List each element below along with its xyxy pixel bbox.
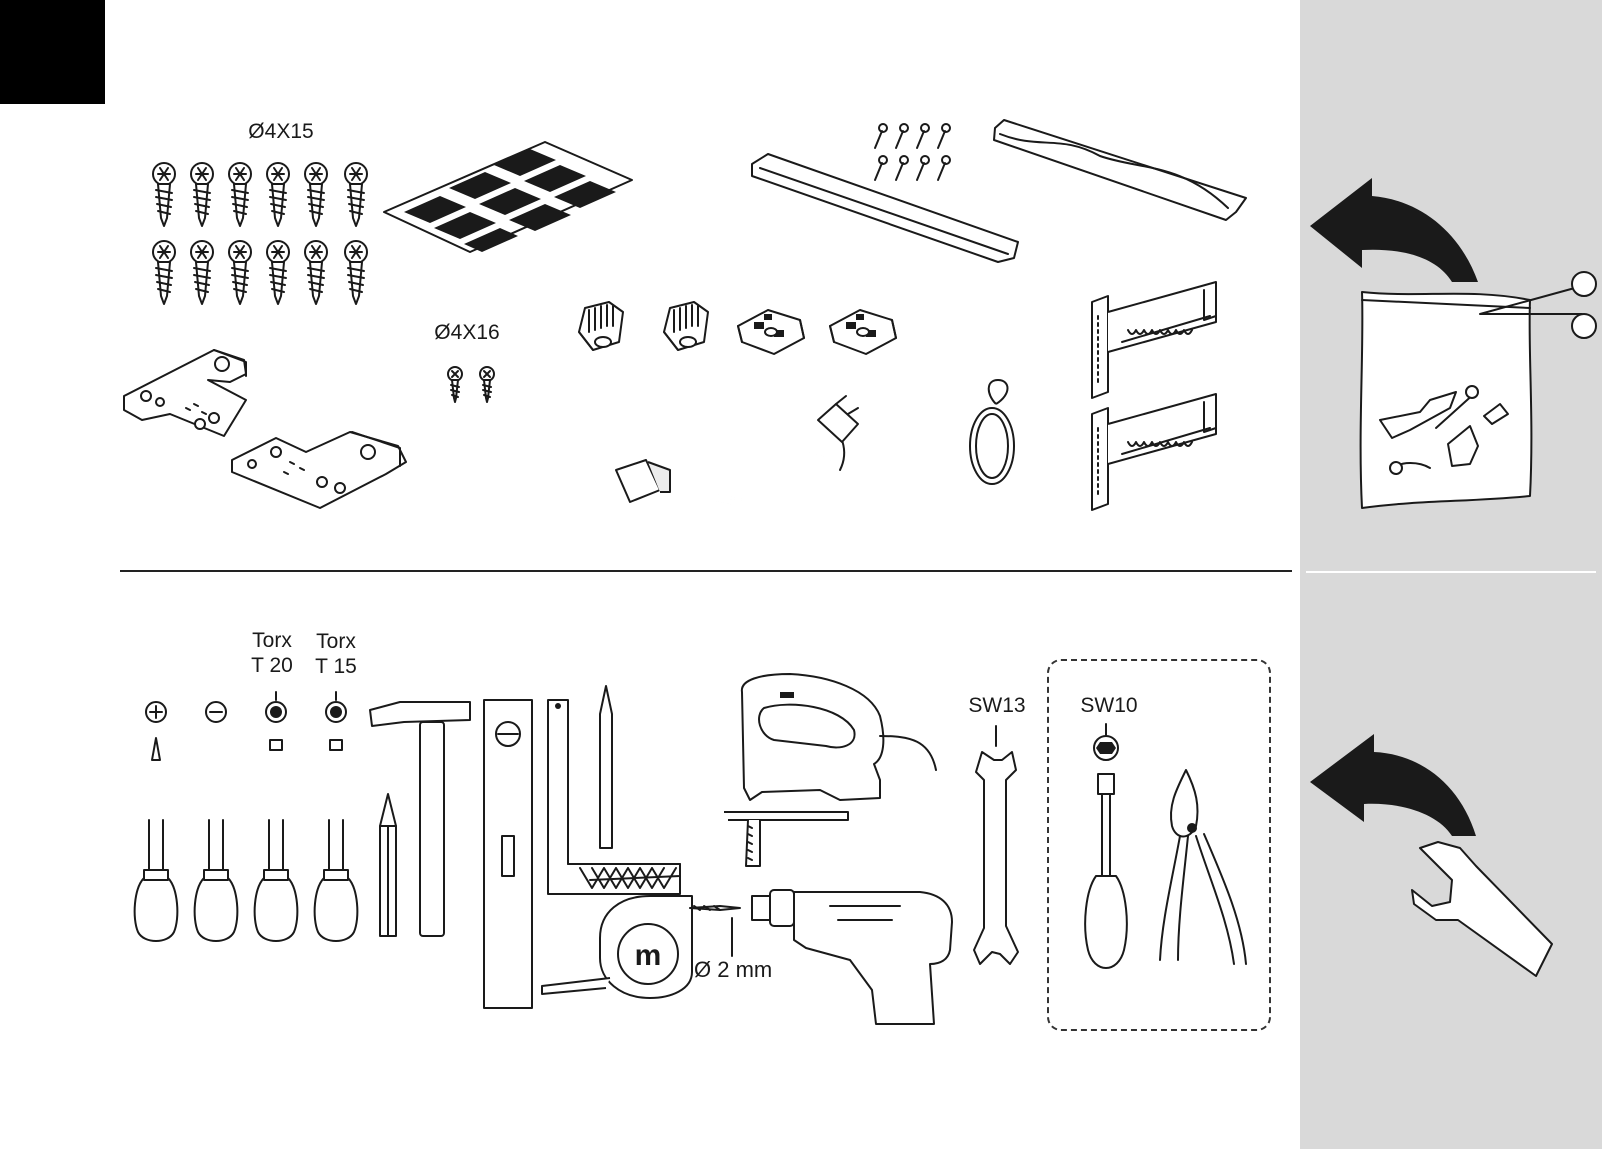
small-screws-icon [448, 367, 494, 402]
wrench-arrow-icon [1310, 734, 1552, 976]
felt-pads-icon [384, 142, 632, 252]
flat-screwdriver-icon [195, 702, 238, 941]
corner-bracket-icon [124, 350, 406, 508]
socket-screwdriver-icon [1085, 724, 1127, 968]
fixing-clip-icon [579, 302, 896, 354]
pencil-icon [380, 794, 396, 936]
tape-measure-icon: m [542, 896, 692, 998]
tape-measure-mark: m [635, 939, 662, 972]
square-ruler-icon [548, 686, 680, 894]
small-screws-icon [875, 124, 950, 180]
hose-clamp-icon [970, 380, 1014, 484]
torx-screwdriver-icon [315, 692, 358, 941]
torx-screwdriver-icon [255, 692, 298, 941]
side-bracket-icon [1092, 282, 1216, 510]
power-cable-icon [616, 396, 858, 510]
phillips-screwdriver-icon [135, 702, 178, 941]
open-end-wrench-icon [974, 726, 1018, 964]
open-bag-arrow-icon [1310, 178, 1531, 508]
jigsaw-icon [724, 674, 936, 866]
mounting-rail-icon [752, 120, 1246, 262]
screw-icon [153, 163, 367, 304]
spirit-level-icon [484, 700, 532, 1008]
side-cutter-pliers-icon [1160, 770, 1246, 964]
drill-icon [690, 890, 952, 1024]
